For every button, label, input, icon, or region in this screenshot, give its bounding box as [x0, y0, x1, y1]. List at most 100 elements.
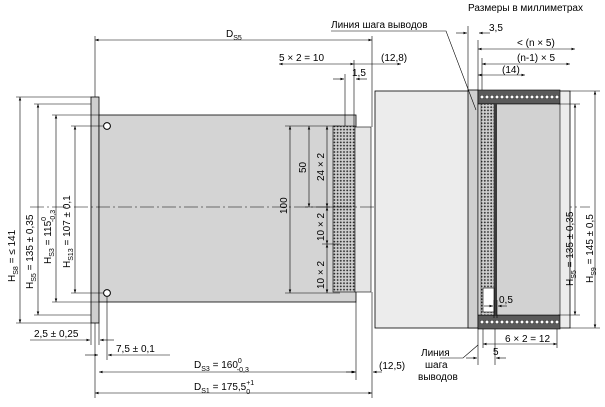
hs8-subscript: S8 — [13, 266, 20, 275]
connector-pin — [545, 320, 550, 325]
svg-text:DS3 = 1600-0,3: DS3 = 1600-0,3 — [194, 358, 249, 374]
connector-pin — [535, 320, 540, 325]
ev-hs5-symbol: H — [565, 279, 576, 286]
dim-less-n5: < (n × 5) — [517, 38, 555, 49]
ds1-lower-tol: 0 — [246, 389, 250, 396]
end-view-pin-column — [480, 103, 495, 316]
dim-7-5: 7,5 ± 0,1 — [116, 344, 155, 355]
dim-100: 100 — [279, 197, 290, 214]
hs3-upper-tol: 0 — [41, 217, 48, 221]
connector-pin — [510, 94, 515, 99]
dim-50: 50 — [298, 161, 309, 173]
connector-pin — [515, 94, 520, 99]
dim-6x2: 6 × 2 = 12 — [505, 334, 550, 345]
svg-text:HS5 = 135 ± 0,35: HS5 = 135 ± 0,35 — [565, 211, 578, 286]
ds5-symbol: D — [226, 29, 233, 40]
mounting-hole-bottom — [103, 289, 111, 297]
connector-pin — [535, 94, 540, 99]
hs3-symbol: H — [43, 257, 54, 264]
ds3-lower-tol: -0,3 — [237, 367, 249, 374]
hs13-symbol: H — [62, 261, 73, 268]
dimensions-note: Размеры в миллиметрах — [468, 3, 583, 14]
connector-pin — [515, 320, 520, 325]
connector-body — [354, 126, 372, 293]
ev-hs5-value: = 135 ± 0,35 — [565, 211, 576, 270]
dim-2-5: 2,5 ± 0,25 — [34, 329, 79, 340]
svg-text:DS1 = 175,5+10: DS1 = 175,5+10 — [194, 380, 254, 396]
hs3-lower-tol: -0,3 — [50, 210, 57, 222]
connector-slot — [482, 287, 495, 313]
ev-hs5-subscript: S5 — [571, 270, 578, 279]
connector-pin — [495, 94, 500, 99]
hs8-value: = ≤ 141 — [7, 229, 18, 266]
svg-text:HS3 = 1150-0,3: HS3 = 1150-0,3 — [41, 210, 57, 264]
connector-pins — [332, 125, 356, 293]
connector-pin — [545, 94, 550, 99]
ev-hs9-value: = 145 ± 0,5 — [585, 214, 596, 267]
dim-24x2: 24 × 2 — [316, 152, 327, 181]
connector-pin — [510, 320, 515, 325]
hs3-subscript: S3 — [49, 248, 56, 257]
svg-text:HS8 = ≤ 141: HS8 = ≤ 141 — [7, 229, 20, 282]
svg-text:HS13 = 107 ± 0,1: HS13 = 107 ± 0,1 — [62, 195, 75, 268]
ds1-subscript: S1 — [201, 388, 210, 395]
ev-hs9-subscript: S9 — [591, 267, 598, 276]
hs5-symbol: H — [25, 282, 36, 289]
connector-pin — [550, 320, 555, 325]
pitch-line-label-bottom-3: выводов — [418, 372, 458, 383]
connector-pin — [540, 94, 545, 99]
ev-hs9-symbol: H — [585, 276, 596, 283]
front-panel — [90, 96, 100, 324]
ds3-symbol: D — [194, 360, 201, 371]
ds5-subscript: S5 — [233, 35, 242, 42]
hs8-symbol: H — [7, 275, 18, 282]
connector-pin — [505, 320, 510, 325]
dim-12-5: (12,5) — [379, 361, 405, 372]
connector-pin — [485, 94, 490, 99]
hs13-subscript: S13 — [68, 248, 75, 261]
connector-pin — [500, 320, 505, 325]
dim-5x2: 5 × 2 = 10 — [279, 53, 324, 64]
connector-pin — [520, 94, 525, 99]
connector-pin — [555, 94, 560, 99]
pitch-line-label-top: Линия шага выводов — [331, 20, 428, 31]
dim-14: (14) — [502, 65, 520, 76]
hs13-value: = 107 ± 0,1 — [62, 195, 73, 248]
svg-text:DS5: DS5 — [226, 29, 242, 42]
connector-pin — [530, 94, 535, 99]
dim-10x2-lower: 10 × 2 — [316, 260, 327, 289]
hs3-value: = 115 — [43, 220, 54, 248]
ds3-upper-tol: 0 — [238, 358, 242, 365]
dim-5: 5 — [493, 347, 499, 358]
pitch-line-label-bottom-2: шага — [425, 360, 448, 371]
connector-pin — [555, 320, 560, 325]
connector-pin — [550, 94, 555, 99]
connector-pin — [530, 320, 535, 325]
ds1-symbol: D — [194, 382, 201, 393]
connector-pin — [540, 320, 545, 325]
connector-pin — [490, 320, 495, 325]
dim-3-5: 3,5 — [489, 23, 503, 34]
dim-10x2-upper: 10 × 2 — [316, 212, 327, 241]
dim-1-5: 1,5 — [352, 68, 366, 79]
connector-pin — [485, 320, 490, 325]
hs5-value: = 135 ± 0,35 — [25, 214, 36, 273]
side-view: DS5 5 × 2 = 10 (12,8) 1,5 HS8 = ≤ 141 HS… — [7, 29, 590, 398]
end-view-front-panel — [467, 89, 479, 329]
dim-n-1x5: (n-1) × 5 — [517, 53, 556, 64]
connector-pin — [480, 320, 485, 325]
end-view: 3,5 < (n × 5) (n-1) × 5 (14) Линия шага … — [331, 3, 600, 383]
top-pin-row — [480, 94, 560, 99]
connector-pin — [480, 94, 485, 99]
connector-pin — [500, 94, 505, 99]
connector-pin — [505, 94, 510, 99]
hs5-subscript: S5 — [31, 273, 38, 282]
svg-text:HS5 = 135 ± 0,35: HS5 = 135 ± 0,35 — [25, 214, 38, 289]
pitch-line-label-bottom-1: Линия — [421, 348, 450, 359]
svg-text:HS9 = 145 ± 0,5: HS9 = 145 ± 0,5 — [585, 214, 598, 283]
connector-pin — [525, 94, 530, 99]
ds3-subscript: S3 — [201, 366, 210, 373]
connector-pin — [490, 94, 495, 99]
connector-pin — [495, 320, 500, 325]
